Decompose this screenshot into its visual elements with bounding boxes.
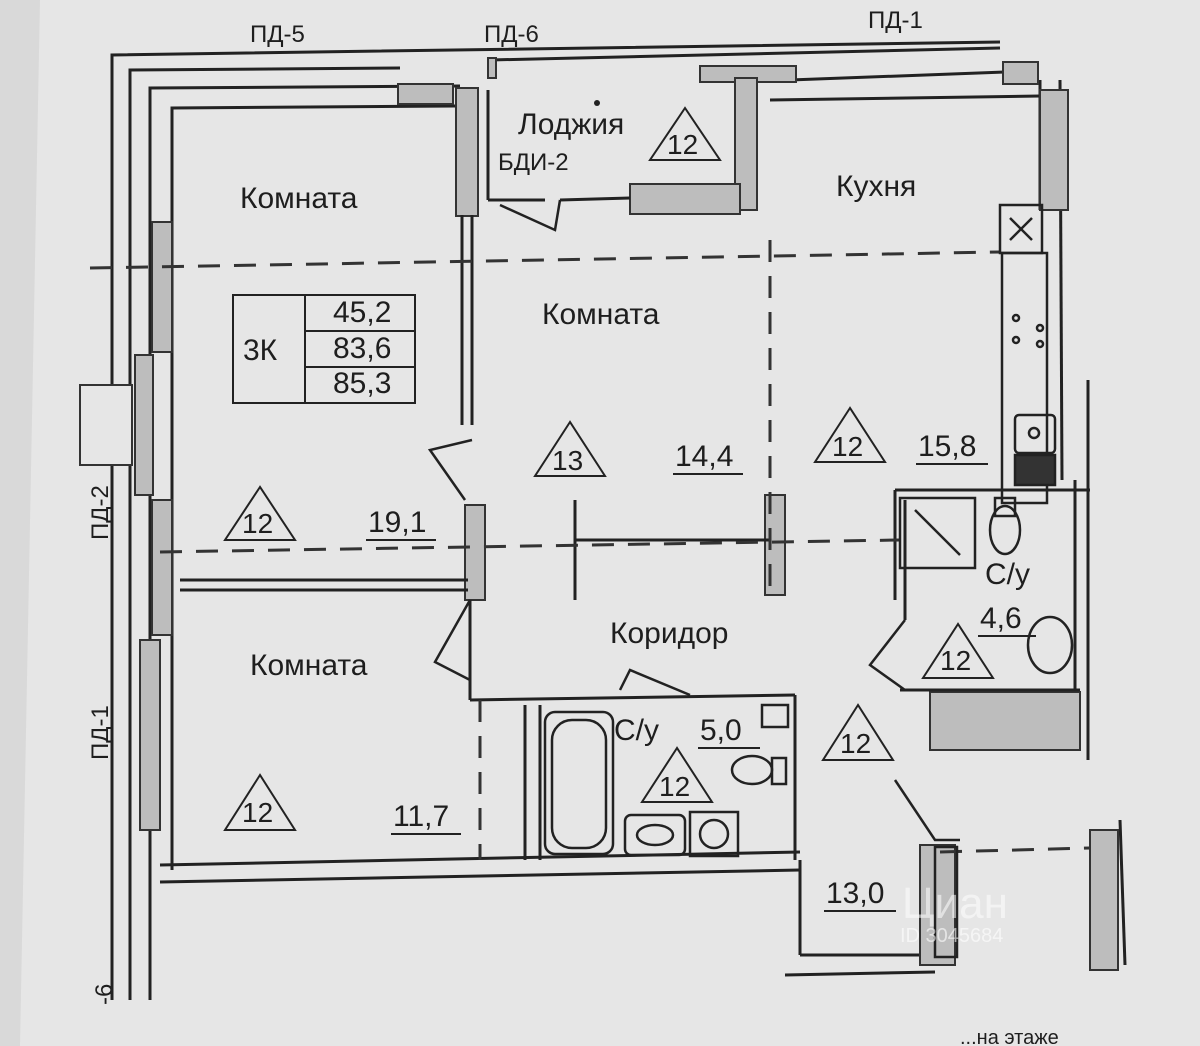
room-4-area: 11,7 [393,800,449,833]
fixtures [543,203,1074,959]
apartment-summary: 3К 45,2 83,6 85,3 [232,294,416,404]
svg-text:12: 12 [840,728,871,759]
room-3-mark: 12 [813,406,887,463]
watermark-id: ID 3045684 [900,925,1003,947]
top-label-2: ПД-6 [484,21,539,48]
svg-text:12: 12 [832,431,863,462]
dashed-lines [89,240,1091,860]
room-6-mark: 12 [640,746,714,803]
side-label-upper: ПД-2 [87,485,114,540]
room-5-mark: 12 [821,703,895,761]
washing-machine [688,810,740,858]
room-1-name: Комната [240,182,358,215]
wall-hatches [134,57,1119,971]
room-6-name: С/у [614,714,659,747]
side-label-bottom: -6 [91,984,118,1005]
room-7-mark: 12 [921,622,995,679]
room-1-mark: 12 [223,485,297,541]
top-label-1: ПД-5 [250,21,305,48]
room-5-area: 13,0 [826,877,884,910]
room-2-area: 14,4 [675,440,733,473]
svg-text:12: 12 [667,129,698,160]
loggia-mark: 12 [648,106,722,161]
bathtub [543,710,615,856]
room-4-name: Комната [250,649,368,682]
room-4-mark: 12 [223,773,297,831]
room-2-name: Комната [542,298,660,331]
watermark-brand: Циан [902,879,1008,928]
svg-text:13: 13 [552,445,583,476]
area-with-loggia: 85,3 [333,367,391,400]
room-1-area: 19,1 [368,506,426,539]
living-area: 45,2 [333,296,391,329]
total-area: 83,6 [333,332,391,365]
room-2-mark: 13 [533,420,607,477]
svg-text:12: 12 [940,645,971,676]
paper-sheet [20,0,1200,1046]
doors [427,199,960,842]
room-5-name: Коридор [610,617,728,650]
side-label-lower: ПД-1 [87,705,114,760]
interior-walls [180,90,1090,860]
svg-text:12: 12 [242,797,273,828]
loggia-code: БДИ-2 [498,149,569,176]
room-7-area: 4,6 [980,602,1022,635]
sink [623,813,687,857]
room-7-name: С/у [985,558,1030,591]
shower [898,496,977,570]
loggia-name: Лоджия [518,108,624,141]
svg-text:12: 12 [659,771,690,802]
window-marker [79,384,133,466]
room-3-area: 15,8 [918,430,976,463]
top-label-3: ПД-1 [868,7,923,34]
svg-text:12: 12 [242,508,273,539]
room-3-name: Кухня [836,170,916,203]
footer-text: ...на этаже [960,1027,1059,1046]
room-6-area: 5,0 [700,714,742,747]
apartment-type: 3К [243,334,278,367]
